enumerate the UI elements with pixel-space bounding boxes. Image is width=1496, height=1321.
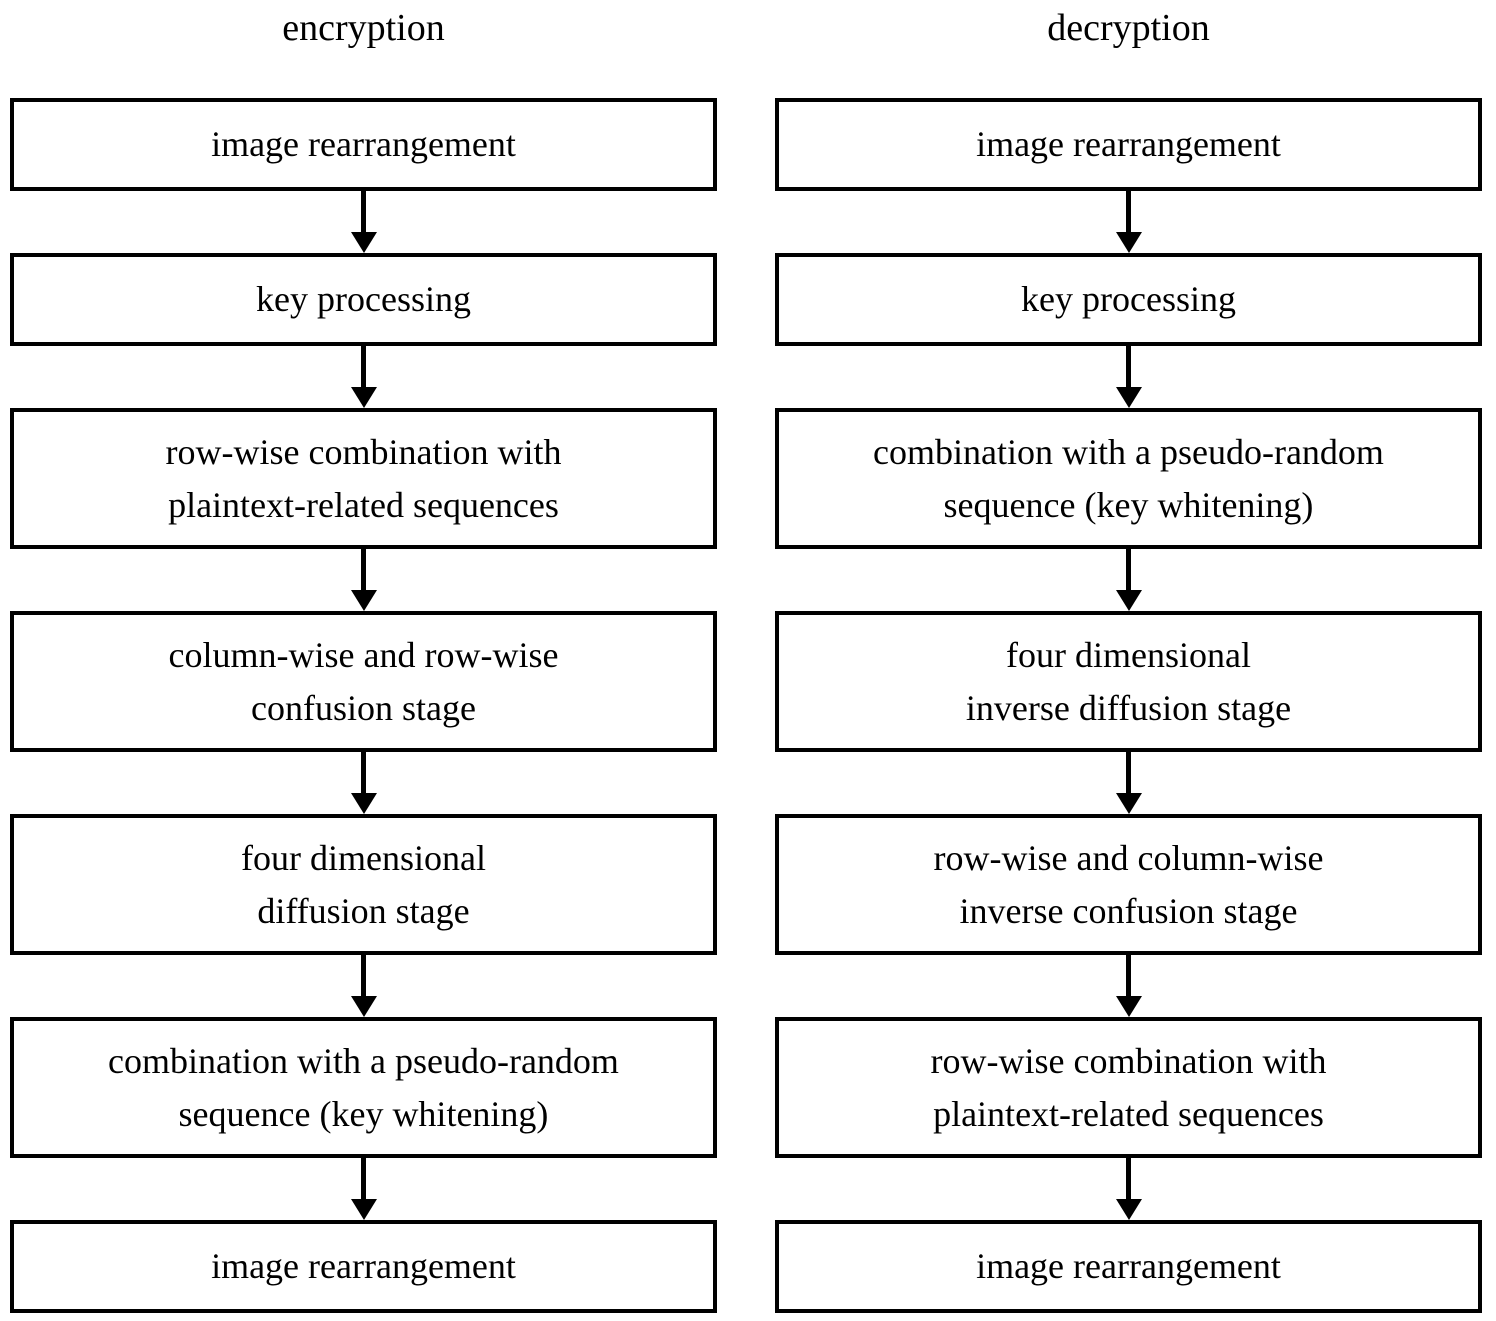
arrow-down-icon xyxy=(775,1158,1482,1220)
arrow-down-icon xyxy=(775,752,1482,814)
encryption-column: encryption image rearrangement key proce… xyxy=(10,0,717,1321)
flow-step-label: four dimensional inverse diffusion stage xyxy=(965,635,1292,728)
flow-step-label: column-wise and row-wise confusion stage xyxy=(168,635,559,728)
flow-step-box: row-wise combination with plaintext-rela… xyxy=(10,408,717,549)
flow-step-label: combination with a pseudo-random sequenc… xyxy=(873,432,1384,525)
arrow-down-icon xyxy=(775,191,1482,253)
flow-step-label: image rearrangement xyxy=(211,1246,516,1287)
flow-step-box: image rearrangement xyxy=(775,1220,1482,1313)
flow-step-label: key processing xyxy=(256,279,471,320)
arrow-down-icon xyxy=(10,346,717,408)
flow-step-label: image rearrangement xyxy=(976,124,1281,165)
flow-step-label: row-wise and column-wise inverse confusi… xyxy=(933,838,1324,931)
flow-step-box: image rearrangement xyxy=(775,98,1482,191)
arrow-down-icon xyxy=(775,549,1482,611)
flow-step-label: row-wise combination with plaintext-rela… xyxy=(930,1041,1327,1134)
flow-step-box: row-wise combination with plaintext-rela… xyxy=(775,1017,1482,1158)
arrow-down-icon xyxy=(10,955,717,1017)
decryption-title: decryption xyxy=(1047,7,1210,49)
flow-step-box: combination with a pseudo-random sequenc… xyxy=(775,408,1482,549)
flow-step-box: combination with a pseudo-random sequenc… xyxy=(10,1017,717,1158)
flow-step-label: key processing xyxy=(1021,279,1236,320)
flow-step-box: key processing xyxy=(775,253,1482,346)
arrow-down-icon xyxy=(10,752,717,814)
decryption-column: decryption image rearrangement key proce… xyxy=(775,0,1482,1321)
flow-step-box: image rearrangement xyxy=(10,98,717,191)
flow-step-box: image rearrangement xyxy=(10,1220,717,1313)
arrow-down-icon xyxy=(775,346,1482,408)
flow-step-box: column-wise and row-wise confusion stage xyxy=(10,611,717,752)
arrow-down-icon xyxy=(775,955,1482,1017)
flow-step-label: row-wise combination with plaintext-rela… xyxy=(165,432,562,525)
arrow-down-icon xyxy=(10,549,717,611)
flow-step-label: four dimensional diffusion stage xyxy=(241,838,486,931)
flow-step-box: four dimensional inverse diffusion stage xyxy=(775,611,1482,752)
flow-step-label: combination with a pseudo-random sequenc… xyxy=(108,1041,619,1134)
flow-step-label: image rearrangement xyxy=(976,1246,1281,1287)
flow-step-label: image rearrangement xyxy=(211,124,516,165)
flow-step-box: row-wise and column-wise inverse confusi… xyxy=(775,814,1482,955)
flow-step-box: four dimensional diffusion stage xyxy=(10,814,717,955)
arrow-down-icon xyxy=(10,191,717,253)
arrow-down-icon xyxy=(10,1158,717,1220)
encryption-title: encryption xyxy=(282,7,445,49)
flow-step-box: key processing xyxy=(10,253,717,346)
